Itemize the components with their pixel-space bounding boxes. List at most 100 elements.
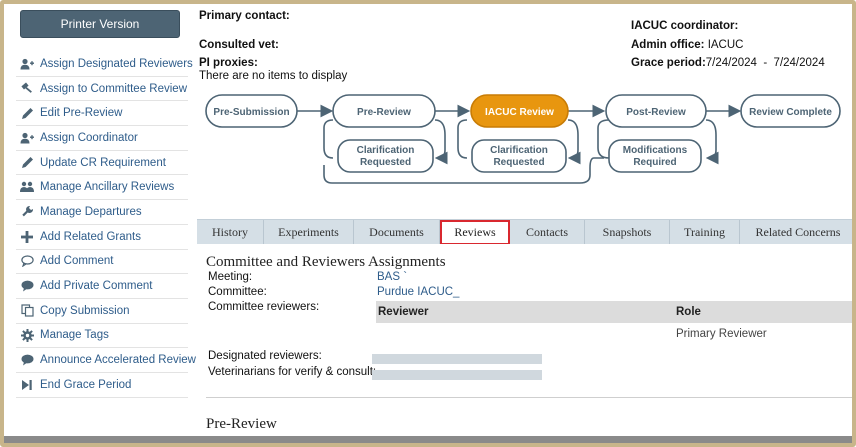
svg-text:Requested: Requested [493,157,544,168]
tab-snapshots[interactable]: Snapshots [585,220,670,244]
table-row: Primary Reviewer [376,323,852,345]
sidebar-item-label: Manage Departures [40,205,142,218]
printer-version-button[interactable]: Printer Version [20,10,180,38]
section-title: Committee and Reviewers Assignments [206,254,446,270]
sidebar-item-label: Assign Coordinator [40,131,138,144]
sidebar-item-label: Assign to Committee Review [40,82,187,95]
svg-text:IACUC Review: IACUC Review [485,107,554,118]
tab-history[interactable]: History [197,220,264,244]
comment-icon [20,279,34,293]
role-cell: Primary Reviewer [676,328,767,340]
role-column-header: Role [676,306,701,318]
svg-text:Requested: Requested [360,157,411,168]
table-header: Reviewer Role [376,301,852,323]
sidebar-item-assign-designated-reviewers[interactable]: Assign Designated Reviewers [16,52,193,77]
tab-documents[interactable]: Documents [354,220,440,244]
bottom-scroll-strip [4,436,852,443]
svg-text:Post-Review: Post-Review [626,107,686,118]
sidebar-item-label: Edit Pre-Review [40,107,123,120]
add-user-icon [20,131,34,145]
sidebar-item-assign-to-committee-review[interactable]: Assign to Committee Review [16,77,188,102]
skip-end-icon [20,378,34,392]
committee-label: Committee: [208,286,267,298]
add-user-icon [20,57,34,71]
sidebar-item-label: Manage Ancillary Reviews [40,181,175,194]
sidebar-item-assign-coordinator[interactable]: Assign Coordinator [16,126,188,151]
pencil-icon [20,106,34,120]
workflow-state-iacuc-review: IACUC Review [470,94,569,128]
committee-reviewers-label: Committee reviewers: [208,301,320,313]
users-icon [20,180,34,194]
reviews-panel: Committee and Reviewers Assignments Meet… [197,244,852,436]
comment-outline-icon [20,254,34,268]
sidebar-item-copy-submission[interactable]: Copy Submission [16,299,188,324]
workflow-state-review-complete: Review Complete [740,94,841,128]
grace-period-value: 7/24/2024 - 7/24/2024 [705,57,825,69]
sidebar-item-manage-tags[interactable]: Manage Tags [16,324,188,349]
sidebar-item-end-grace-period[interactable]: End Grace Period [16,373,188,398]
sidebar-item-add-related-grants[interactable]: Add Related Grants [16,225,188,250]
sidebar-item-announce-accelerated-review[interactable]: Announce Accelerated Review [16,348,196,373]
primary-contact-label: Primary contact: [199,10,290,22]
pre-review-title: Pre-Review [206,416,277,432]
sidebar-item-label: End Grace Period [40,378,132,391]
designated-reviewers-placeholder [372,354,542,364]
copy-icon [20,304,34,318]
gavel-icon [20,82,34,96]
svg-text:Pre-Review: Pre-Review [357,107,411,118]
sidebar-item-manage-departures[interactable]: Manage Departures [16,200,188,225]
gear-icon [20,328,34,342]
workflow-state-post-review: Post-Review [605,94,707,128]
committee-reviewers-table: Reviewer Role Primary Reviewer [376,301,852,345]
divider [206,397,852,398]
veterinarians-label: Veterinarians for verify & consult: [208,366,377,378]
sidebar-item-label: Assign Designated Reviewers [40,57,193,70]
wrench-icon [20,205,34,219]
pi-proxies-value: There are no items to display [199,70,348,82]
sidebar-item-add-comment[interactable]: Add Comment [16,250,188,275]
svg-text:Modifications: Modifications [623,145,688,156]
sidebar-item-label: Update CR Requirement [40,156,166,169]
tab-training[interactable]: Training [670,220,740,244]
tab-contacts[interactable]: Contacts [510,220,585,244]
tab-reviews[interactable]: Reviews [440,220,510,245]
tab-experiments[interactable]: Experiments [264,220,354,244]
sidebar-item-label: Copy Submission [40,304,130,317]
svg-text:Review Complete: Review Complete [749,107,832,118]
sidebar-item-manage-ancillary-reviews[interactable]: Manage Ancillary Reviews [16,175,188,201]
tab-related-concerns[interactable]: Related Concerns [740,220,852,244]
workflow-state-pre-submission: Pre-Submission [205,94,298,128]
admin-office: Admin office: IACUC [631,39,744,51]
sidebar-item-label: Add Comment [40,255,114,268]
sidebar-item-edit-pre-review[interactable]: Edit Pre-Review [16,101,188,127]
svg-text:Clarification: Clarification [357,145,415,156]
sidebar-item-label: Manage Tags [40,329,109,342]
reviewer-column-header: Reviewer [378,306,429,318]
sidebar-item-label: Add Private Comment [40,280,153,293]
meeting-link[interactable]: BAS ` [377,271,408,283]
meeting-label: Meeting: [208,271,253,283]
sidebar-item-label: Add Related Grants [40,230,142,243]
svg-text:Required: Required [633,157,676,168]
sidebar: Printer Version Assign Designated Review… [16,10,196,398]
grace-period: Grace period:7/24/2024 - 7/24/2024 [631,57,825,69]
svg-text:Pre-Submission: Pre-Submission [213,107,289,118]
committee-link[interactable]: Purdue IACUC_ [377,286,460,298]
admin-office-value: IACUC [707,39,744,51]
consulted-vet-label: Consulted vet: [199,39,279,51]
sidebar-item-add-private-comment[interactable]: Add Private Comment [16,274,188,299]
sidebar-item-update-cr-requirement[interactable]: Update CR Requirement [16,151,188,176]
workflow-state-pre-review: Pre-Review [332,94,436,128]
comment-icon [20,353,34,367]
pencil-icon [20,156,34,170]
iacuc-coordinator-label: IACUC coordinator: [631,20,739,32]
designated-reviewers-label: Designated reviewers: [208,350,322,362]
sidebar-item-label: Announce Accelerated Review [40,354,196,367]
veterinarians-placeholder [372,370,542,380]
